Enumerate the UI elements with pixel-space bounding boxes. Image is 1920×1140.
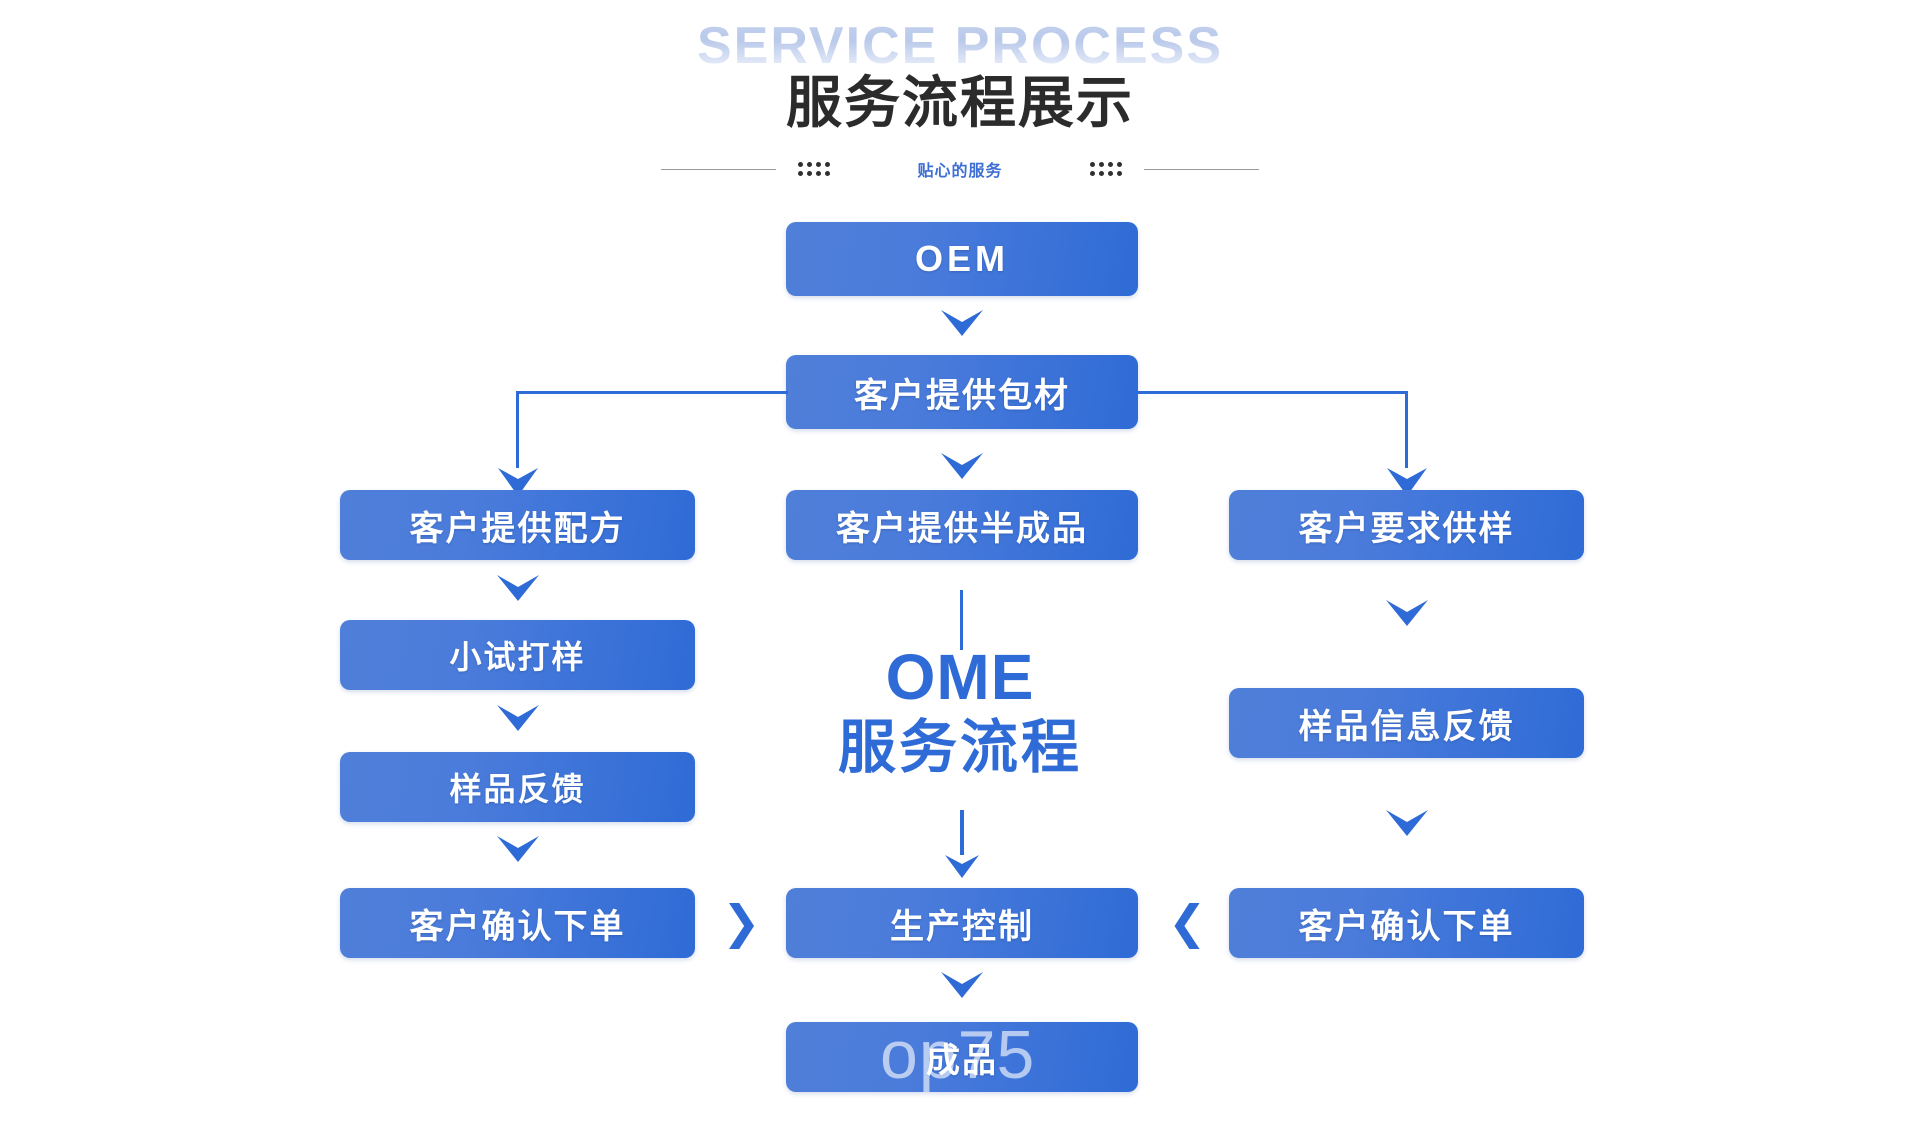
flow-node-center-3-label: 成品 <box>926 1041 998 1080</box>
flow-node-left-2[interactable]: 小试打样 <box>340 620 695 690</box>
flow-node-right-1-label: 客户要求供样 <box>1298 509 1515 548</box>
flow-node-right-2[interactable]: 样品信息反馈 <box>1229 688 1584 758</box>
flow-node-center-2[interactable]: 生产控制 <box>786 888 1138 958</box>
arrow-right-1-to-2-notch <box>1386 600 1428 612</box>
connector-left-vertical <box>516 391 519 477</box>
arrow-right-branch-notch <box>1387 468 1427 479</box>
flow-node-center-2-label: 生产控制 <box>890 907 1034 946</box>
flow-node-right-1[interactable]: 客户要求供样 <box>1229 490 1584 560</box>
flow-node-left-2-label: 小试打样 <box>449 639 586 675</box>
flow-node-packaging[interactable]: 客户提供包材 <box>786 355 1138 429</box>
center-brand-cn: 服务流程 <box>837 715 1082 781</box>
header-divider: 贴心的服务 <box>335 152 1585 186</box>
connector-right-horizontal <box>1136 391 1408 394</box>
center-brand-en: OME <box>885 641 1035 713</box>
connector-left-horizontal <box>516 391 788 394</box>
flow-node-center-1-label: 客户提供半成品 <box>836 509 1088 548</box>
divider-line-right <box>1144 168 1259 170</box>
arrow-production-to-finished-notch <box>941 972 983 984</box>
arrow-center-stem <box>960 810 964 862</box>
page-title: 服务流程展示 <box>786 71 1134 134</box>
connector-right-vertical <box>1405 391 1408 477</box>
flow-node-oem[interactable]: OEM <box>786 222 1138 296</box>
chevron-left-icon: ❮ <box>1168 895 1207 949</box>
flow-node-right-3[interactable]: 客户确认下单 <box>1229 888 1584 958</box>
flow-node-left-4[interactable]: 客户确认下单 <box>340 888 695 958</box>
header-english-title: SERVICE PROCESS <box>0 16 1920 76</box>
dot-grid-left-icon <box>798 162 830 176</box>
divider-label: 贴心的服务 <box>917 163 1003 180</box>
flow-node-packaging-label: 客户提供包材 <box>854 376 1070 415</box>
arrow-right-2-to-3-notch <box>1386 810 1428 822</box>
divider-line-left <box>661 168 776 170</box>
flow-node-center-3[interactable]: 成品 <box>786 1022 1138 1092</box>
arrow-center-head-notch <box>945 855 979 864</box>
connector-center-tick <box>960 590 963 650</box>
flow-node-left-3[interactable]: 样品反馈 <box>340 752 695 822</box>
page-header: SERVICE PROCESS 服务流程展示 贴心的服务 <box>0 0 1920 200</box>
arrow-left-branch-notch <box>498 468 538 479</box>
arrow-left-2-to-3-notch <box>497 705 539 717</box>
arrow-oem-to-packaging-notch <box>941 310 983 322</box>
flow-node-center-1[interactable]: 客户提供半成品 <box>786 490 1138 560</box>
flow-node-oem-label: OEM <box>914 238 1009 279</box>
flow-node-right-3-label: 客户确认下单 <box>1298 907 1515 946</box>
arrow-left-1-to-2-notch <box>497 575 539 587</box>
dot-grid-right-icon <box>1090 162 1122 176</box>
arrow-left-3-to-4-notch <box>497 836 539 848</box>
flow-node-left-3-label: 样品反馈 <box>449 771 586 807</box>
flow-node-left-1[interactable]: 客户提供配方 <box>340 490 695 560</box>
chevron-right-icon: ❯ <box>722 895 761 949</box>
center-brand-label: OME 服务流程 <box>760 640 1160 782</box>
flow-node-right-2-label: 样品信息反馈 <box>1298 707 1515 746</box>
flow-node-left-4-label: 客户确认下单 <box>409 907 626 946</box>
flow-node-left-1-label: 客户提供配方 <box>409 509 626 548</box>
arrow-packaging-to-semifinished-notch <box>941 453 983 465</box>
